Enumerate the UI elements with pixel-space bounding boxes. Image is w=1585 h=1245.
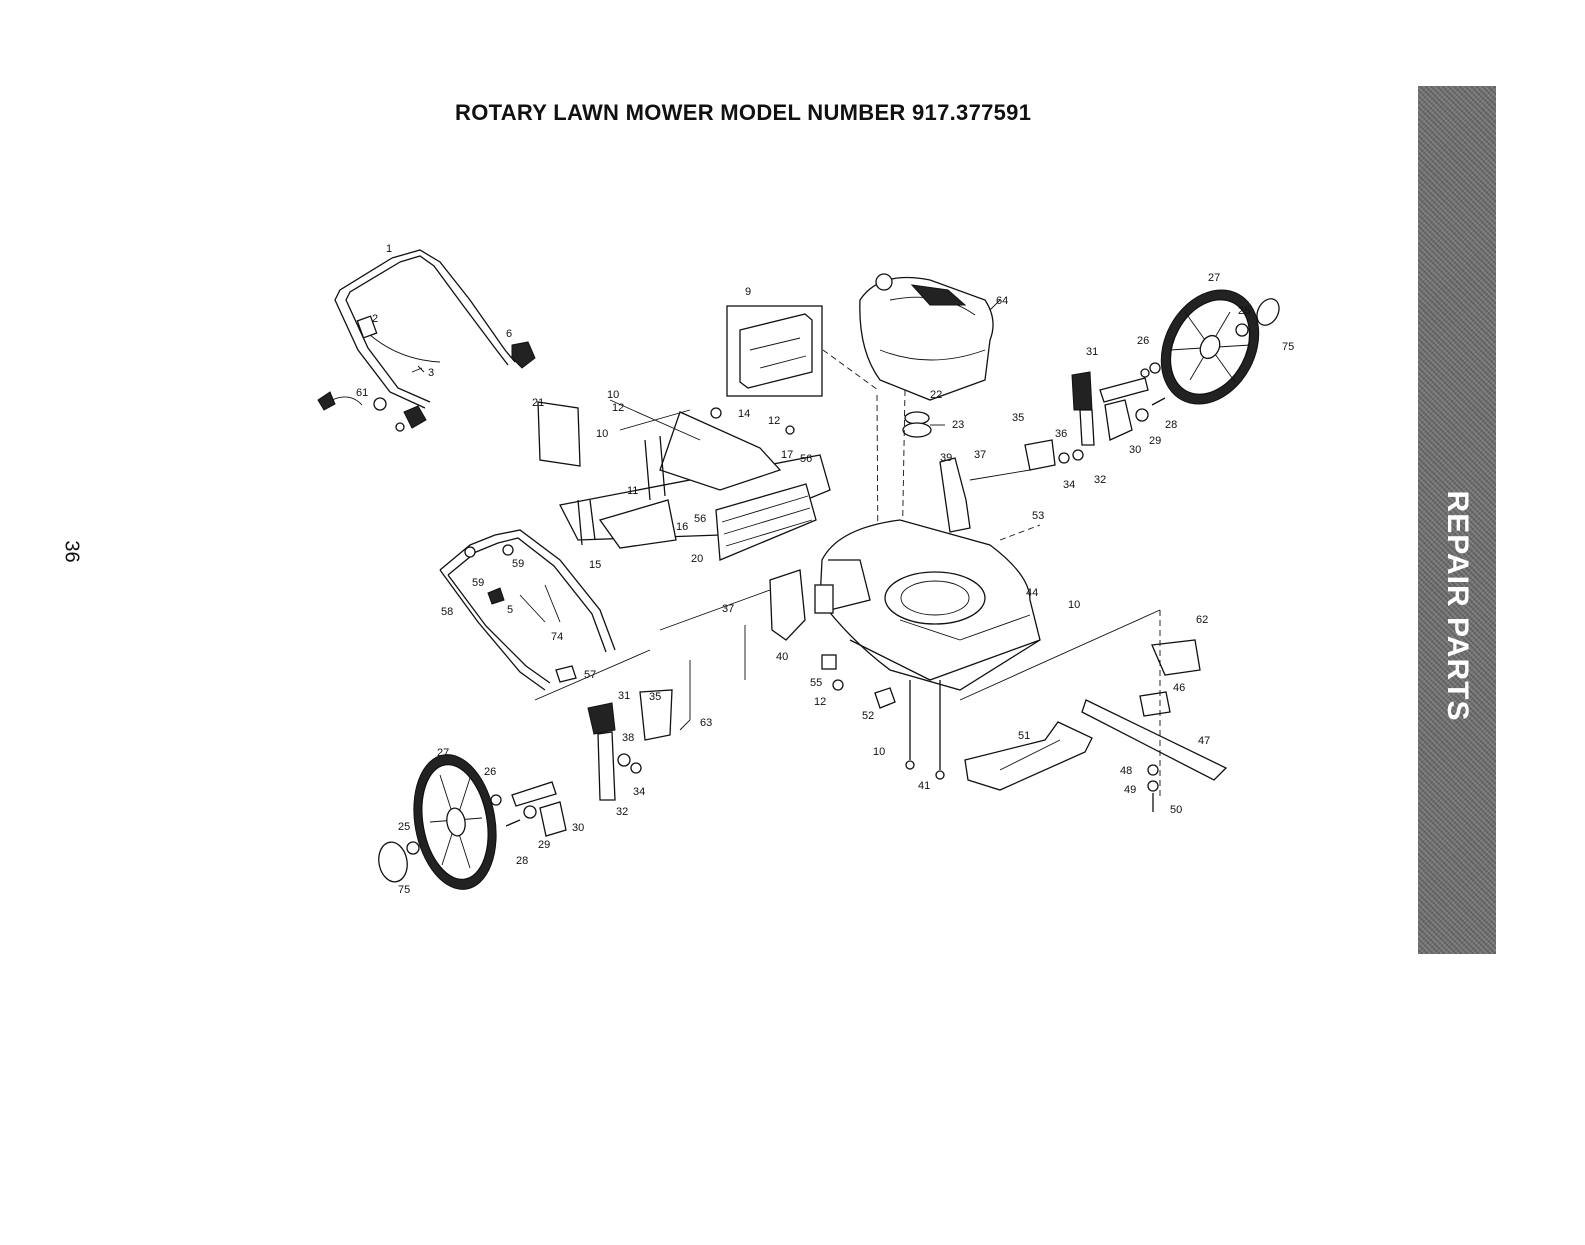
callout-32a: 32 xyxy=(1094,474,1106,486)
callout-30b: 30 xyxy=(572,822,584,834)
blade-adapter xyxy=(903,412,945,437)
callout-12b: 12 xyxy=(768,415,780,427)
rear-door-assembly xyxy=(727,306,822,396)
engine xyxy=(860,274,1000,400)
callout-29b: 29 xyxy=(538,839,550,851)
callout-29a: 29 xyxy=(1149,435,1161,447)
callout-35b: 35 xyxy=(649,691,661,703)
callout-75a: 75 xyxy=(1282,341,1294,353)
grass-bag-frame xyxy=(538,400,830,560)
callout-26b: 26 xyxy=(484,766,496,778)
callout-27a: 27 xyxy=(1208,272,1220,284)
callout-3: 3 xyxy=(428,367,434,379)
callout-63: 63 xyxy=(700,717,712,729)
callout-48: 48 xyxy=(1120,765,1132,777)
callout-49: 49 xyxy=(1124,784,1136,796)
callout-61: 61 xyxy=(356,387,368,399)
callout-16: 16 xyxy=(676,521,688,533)
callout-28a: 28 xyxy=(1165,419,1177,431)
callout-59b: 59 xyxy=(512,558,524,570)
callout-37b: 37 xyxy=(722,603,734,615)
callout-2: 2 xyxy=(372,313,378,325)
callout-15: 15 xyxy=(589,559,601,571)
callout-56a: 56 xyxy=(800,453,812,465)
callout-31b: 31 xyxy=(618,690,630,702)
callout-10a: 10 xyxy=(607,389,619,401)
mower-deck xyxy=(815,520,1040,690)
callout-23: 23 xyxy=(952,419,964,431)
callout-44: 44 xyxy=(1026,587,1038,599)
callout-38b: 38 xyxy=(622,732,634,744)
callout-52: 52 xyxy=(862,710,874,722)
callout-26a: 26 xyxy=(1137,335,1149,347)
callout-32b: 32 xyxy=(616,806,628,818)
left-height-adjuster xyxy=(506,690,672,836)
callout-75b: 75 xyxy=(398,884,410,896)
callout-12a: 12 xyxy=(612,402,624,414)
callout-12c: 12 xyxy=(814,696,826,708)
callout-28b: 28 xyxy=(516,855,528,867)
callout-27b: 27 xyxy=(437,747,449,759)
callout-22: 22 xyxy=(930,389,942,401)
callout-34a: 34 xyxy=(1063,479,1075,491)
callout-25b: 25 xyxy=(398,821,410,833)
callout-36a: 36 xyxy=(1055,428,1067,440)
callout-40: 40 xyxy=(776,651,788,663)
callout-50: 50 xyxy=(1170,804,1182,816)
callout-17: 17 xyxy=(781,449,793,461)
callout-56b: 56 xyxy=(694,513,706,525)
callout-35a: 35 xyxy=(1012,412,1024,424)
callout-37a: 37 xyxy=(974,449,986,461)
callout-31a: 31 xyxy=(1086,346,1098,358)
callout-20: 20 xyxy=(691,553,703,565)
callout-14: 14 xyxy=(738,408,750,420)
callout-6: 6 xyxy=(506,328,512,340)
callout-1: 1 xyxy=(386,243,392,255)
callout-46: 46 xyxy=(1173,682,1185,694)
control-bail-parts xyxy=(318,342,535,431)
callout-57: 57 xyxy=(584,669,596,681)
side-discharge-chute xyxy=(875,680,1092,790)
upper-handle xyxy=(335,250,515,408)
callout-21: 21 xyxy=(532,397,544,409)
callout-10b: 10 xyxy=(596,428,608,440)
callout-10c: 10 xyxy=(1068,599,1080,611)
callout-41: 41 xyxy=(918,780,930,792)
callout-10d: 10 xyxy=(873,746,885,758)
callout-51: 51 xyxy=(1018,730,1030,742)
callout-30a: 30 xyxy=(1129,444,1141,456)
callout-62: 62 xyxy=(1196,614,1208,626)
callout-34b: 34 xyxy=(633,786,645,798)
callout-39: 39 xyxy=(940,452,952,464)
callout-47: 47 xyxy=(1198,735,1210,747)
callout-11: 11 xyxy=(627,485,638,497)
callout-5: 5 xyxy=(507,604,513,616)
lower-handle xyxy=(440,530,650,700)
callout-58: 58 xyxy=(441,606,453,618)
callout-55: 55 xyxy=(810,677,822,689)
callout-74: 74 xyxy=(551,631,563,643)
callout-25a: 25 xyxy=(1238,305,1250,317)
callout-59a: 59 xyxy=(472,577,484,589)
callout-64: 64 xyxy=(996,295,1008,307)
callout-9: 9 xyxy=(745,286,751,298)
callout-53: 53 xyxy=(1032,510,1044,522)
